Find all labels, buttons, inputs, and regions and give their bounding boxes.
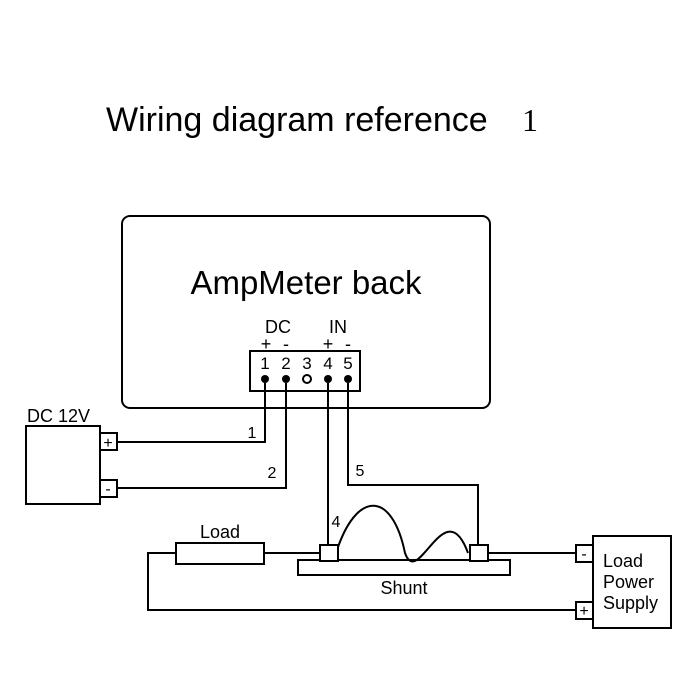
diagram-title-number: 1 bbox=[522, 102, 538, 138]
shunt-left-terminal bbox=[319, 544, 339, 562]
shunt-right-terminal bbox=[469, 544, 489, 562]
dc-terminal-label: DC bbox=[265, 317, 291, 337]
dc-supply-box bbox=[25, 425, 101, 505]
return-loop-wire bbox=[147, 552, 576, 611]
pin-2-label: 2 bbox=[281, 354, 290, 373]
load-power-supply-line-3: Supply bbox=[603, 593, 658, 613]
dc-minus-sign: - bbox=[283, 334, 289, 354]
pin-3-label: 3 bbox=[302, 354, 311, 373]
in-minus-sign: - bbox=[345, 334, 351, 354]
wire-1 bbox=[117, 383, 266, 443]
terminal-block bbox=[249, 350, 361, 392]
load-power-supply-line-1: Load bbox=[603, 551, 643, 571]
load-power-supply-box bbox=[592, 535, 672, 629]
load-supply-plus-terminal bbox=[575, 601, 594, 620]
load-resistor bbox=[175, 542, 265, 565]
pin-5-label: 5 bbox=[343, 354, 352, 373]
pin-4-label: 4 bbox=[323, 354, 332, 373]
pin-5-terminal bbox=[344, 375, 352, 383]
load-supply-plus-sign: + bbox=[579, 603, 588, 620]
dc-supply-plus-sign: + bbox=[103, 435, 112, 452]
wire-2 bbox=[117, 383, 287, 489]
in-terminal-label: IN bbox=[329, 317, 347, 337]
in-plus-sign: + bbox=[323, 334, 334, 354]
wire-2-label: 2 bbox=[268, 465, 277, 482]
diagram-title: Wiring diagram reference bbox=[106, 101, 488, 139]
load-supply-minus-terminal bbox=[575, 544, 594, 563]
pin-3-terminal bbox=[302, 374, 312, 384]
ampmeter-label: AmpMeter back bbox=[190, 264, 422, 301]
load-power-supply-line-2: Power bbox=[603, 572, 654, 592]
dc-supply-label: DC 12V bbox=[27, 406, 90, 426]
ampmeter-back-panel bbox=[121, 215, 491, 409]
load-label: Load bbox=[200, 522, 240, 542]
shunt-label: Shunt bbox=[380, 578, 427, 598]
dc-supply-minus-sign: - bbox=[105, 481, 110, 498]
pin-1-label: 1 bbox=[260, 354, 269, 373]
wire-1-label: 1 bbox=[248, 425, 257, 442]
load-supply-minus-sign: - bbox=[581, 546, 586, 563]
pin-4-terminal bbox=[324, 375, 332, 383]
wire-4-label: 4 bbox=[332, 514, 341, 531]
pin-1-terminal bbox=[261, 375, 269, 383]
shunt-resistance-wire bbox=[335, 505, 469, 563]
shunt-base bbox=[297, 559, 511, 576]
wire-5 bbox=[347, 383, 479, 545]
dc-plus-sign: + bbox=[261, 334, 272, 354]
wire-5-label: 5 bbox=[356, 463, 365, 480]
pin-2-terminal bbox=[282, 375, 290, 383]
